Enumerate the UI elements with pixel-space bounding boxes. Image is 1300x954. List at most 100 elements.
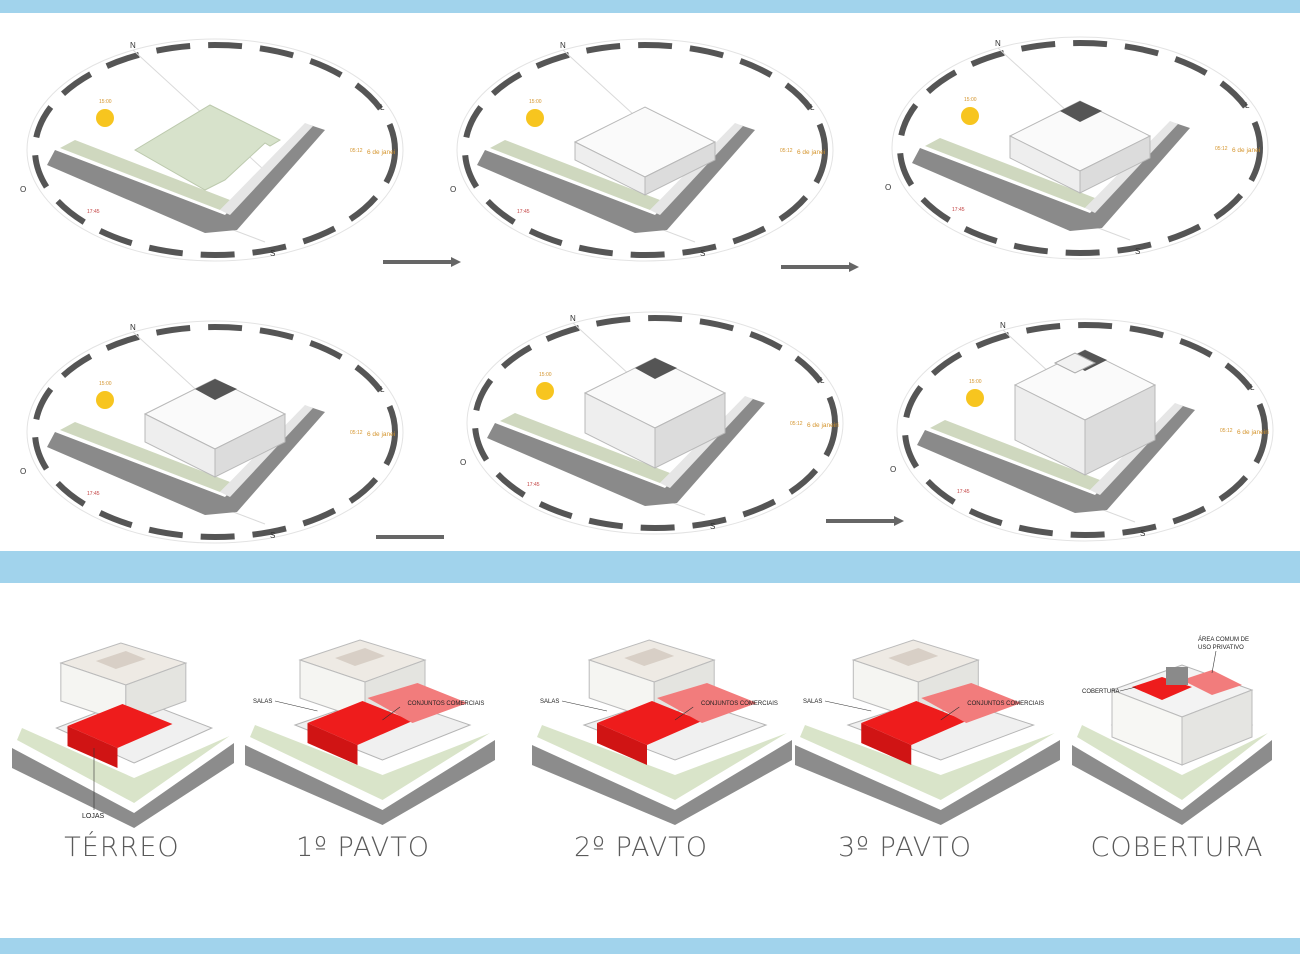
time-label-afternoon: 15:00 bbox=[539, 372, 552, 378]
sidewalk-front bbox=[500, 413, 670, 483]
level-light-red-top bbox=[367, 683, 468, 723]
time-label-afternoon: 15:00 bbox=[529, 99, 542, 105]
time-label-sunset: 17:45 bbox=[517, 209, 530, 215]
road-curb bbox=[47, 125, 325, 233]
level-red-front bbox=[861, 723, 912, 765]
road-curb bbox=[47, 407, 325, 515]
middle-band bbox=[0, 551, 1300, 583]
building-courtyard bbox=[195, 379, 237, 400]
compass-west-label: O bbox=[460, 458, 466, 467]
compass-north-label: N bbox=[130, 41, 136, 50]
street-curb bbox=[12, 743, 234, 828]
floor-label-1-pavto: 1º PAVTO bbox=[296, 832, 430, 863]
time-label-afternoon: 15:00 bbox=[969, 379, 982, 385]
sidewalk-front bbox=[60, 422, 230, 492]
street-curb bbox=[1072, 740, 1272, 825]
compass-ring bbox=[32, 324, 398, 540]
annotation-conjuntos: CONJUNTOS COMERCIAIS bbox=[967, 701, 1044, 707]
level-red-front bbox=[597, 723, 647, 765]
upper-block-volume bbox=[888, 648, 939, 666]
building-face-right bbox=[1079, 135, 1151, 194]
common-area-red bbox=[1182, 670, 1242, 695]
compass-south-label: S bbox=[270, 249, 275, 258]
time-label-afternoon: 15:00 bbox=[99, 99, 112, 105]
street-curb bbox=[532, 740, 792, 825]
road-curb bbox=[912, 123, 1190, 231]
upper-block-volume bbox=[335, 648, 385, 666]
time-label-morning: 05:12 bbox=[350, 430, 363, 436]
time-label-morning: 05:12 bbox=[1220, 428, 1233, 434]
compass-south-label: S bbox=[700, 249, 705, 258]
road-curb bbox=[917, 405, 1195, 513]
time-label-afternoon: 15:00 bbox=[99, 381, 112, 387]
compass-west-label: O bbox=[890, 465, 896, 474]
sidewalk bbox=[17, 728, 230, 803]
annotation-area-comum: ÁREA COMUM DE bbox=[1198, 636, 1249, 643]
sequence-arrow-1 bbox=[383, 257, 461, 267]
level-red-top bbox=[861, 701, 967, 745]
level-red-front bbox=[307, 723, 358, 765]
compass-ring bbox=[897, 40, 1263, 256]
date-label: 6 de janei bbox=[367, 149, 395, 156]
rooftop-box bbox=[1166, 667, 1188, 685]
sun-icon bbox=[96, 109, 114, 127]
sidewalk-front bbox=[930, 420, 1100, 490]
sidewalk bbox=[250, 725, 490, 800]
level-light-red-top bbox=[921, 683, 1022, 723]
compass-south-label: S bbox=[710, 522, 715, 531]
level-light-red-top bbox=[657, 683, 757, 723]
compass-ring bbox=[32, 42, 398, 258]
compass-east-label: L bbox=[380, 385, 385, 394]
compass-outer-ring bbox=[26, 320, 404, 544]
sidewalk bbox=[537, 725, 787, 800]
rooftop-volume bbox=[1053, 352, 1097, 374]
upper-block-volume bbox=[624, 648, 675, 666]
road-curb bbox=[487, 398, 765, 506]
compass-east-label: L bbox=[1250, 383, 1255, 392]
time-label-sunset: 17:45 bbox=[952, 207, 965, 213]
compass-north-label: N bbox=[130, 323, 136, 332]
annotation-lojas: LOJAS bbox=[82, 813, 105, 820]
time-label-sunset: 17:45 bbox=[957, 489, 970, 495]
compass-outer-ring bbox=[26, 38, 404, 262]
sequence-arrow-2 bbox=[781, 262, 859, 272]
date-label: 6 de janei bbox=[797, 149, 825, 156]
compass-ring bbox=[462, 42, 828, 258]
compass-ring bbox=[902, 322, 1268, 538]
date-label: 6 de janei bbox=[1232, 147, 1260, 154]
date-label: 6 de janei bbox=[367, 431, 395, 438]
time-label-morning: 05:12 bbox=[350, 148, 363, 154]
sun-icon bbox=[966, 389, 984, 407]
compass-outer-ring bbox=[456, 38, 834, 262]
lot-plot bbox=[134, 104, 282, 191]
sun-icon bbox=[961, 107, 979, 125]
sun-icon bbox=[96, 391, 114, 409]
building-face-right bbox=[644, 141, 716, 196]
floor-label-3-pavto: 3º PAVTO bbox=[838, 832, 972, 863]
annotation-uso-privativo: USO PRIVATIVO bbox=[1198, 645, 1244, 651]
building-right bbox=[1181, 689, 1253, 766]
annotation-leader bbox=[824, 700, 872, 712]
date-label: 6 de janeiri bbox=[1237, 429, 1269, 436]
compass-outer-ring bbox=[896, 318, 1274, 542]
floor-label-2-pavto: 2º PAVTO bbox=[574, 832, 708, 863]
annotation-leader bbox=[274, 700, 318, 712]
sun-icon bbox=[536, 382, 554, 400]
annotation-leader bbox=[940, 706, 960, 721]
level-red-top bbox=[597, 701, 702, 745]
compass-north-label: N bbox=[1000, 321, 1006, 330]
compass-east-label: L bbox=[1245, 101, 1250, 110]
compass-north-label: N bbox=[560, 41, 566, 50]
compass-north-label: N bbox=[995, 39, 1001, 48]
time-label-sunset: 17:45 bbox=[87, 209, 100, 215]
compass-outer-ring bbox=[891, 36, 1269, 260]
floor-diagram-terreo: LOJAS bbox=[12, 642, 234, 828]
